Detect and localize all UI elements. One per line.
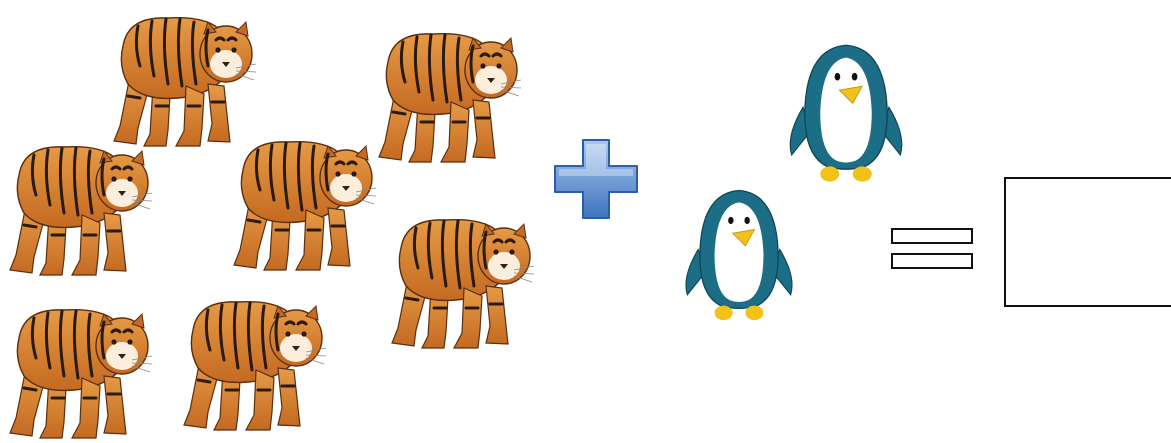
penguin-icon [784,36,908,188]
tiger-icon [373,22,523,167]
answer-box[interactable] [1004,177,1171,307]
tiger-icon [4,135,154,280]
tiger-icon [178,290,328,435]
penguin-icon [677,186,801,322]
equals-icon [891,228,973,269]
tiger-icon [4,298,154,443]
tiger-icon [228,130,378,275]
tiger-icon [386,208,536,353]
plus-icon [554,139,638,219]
